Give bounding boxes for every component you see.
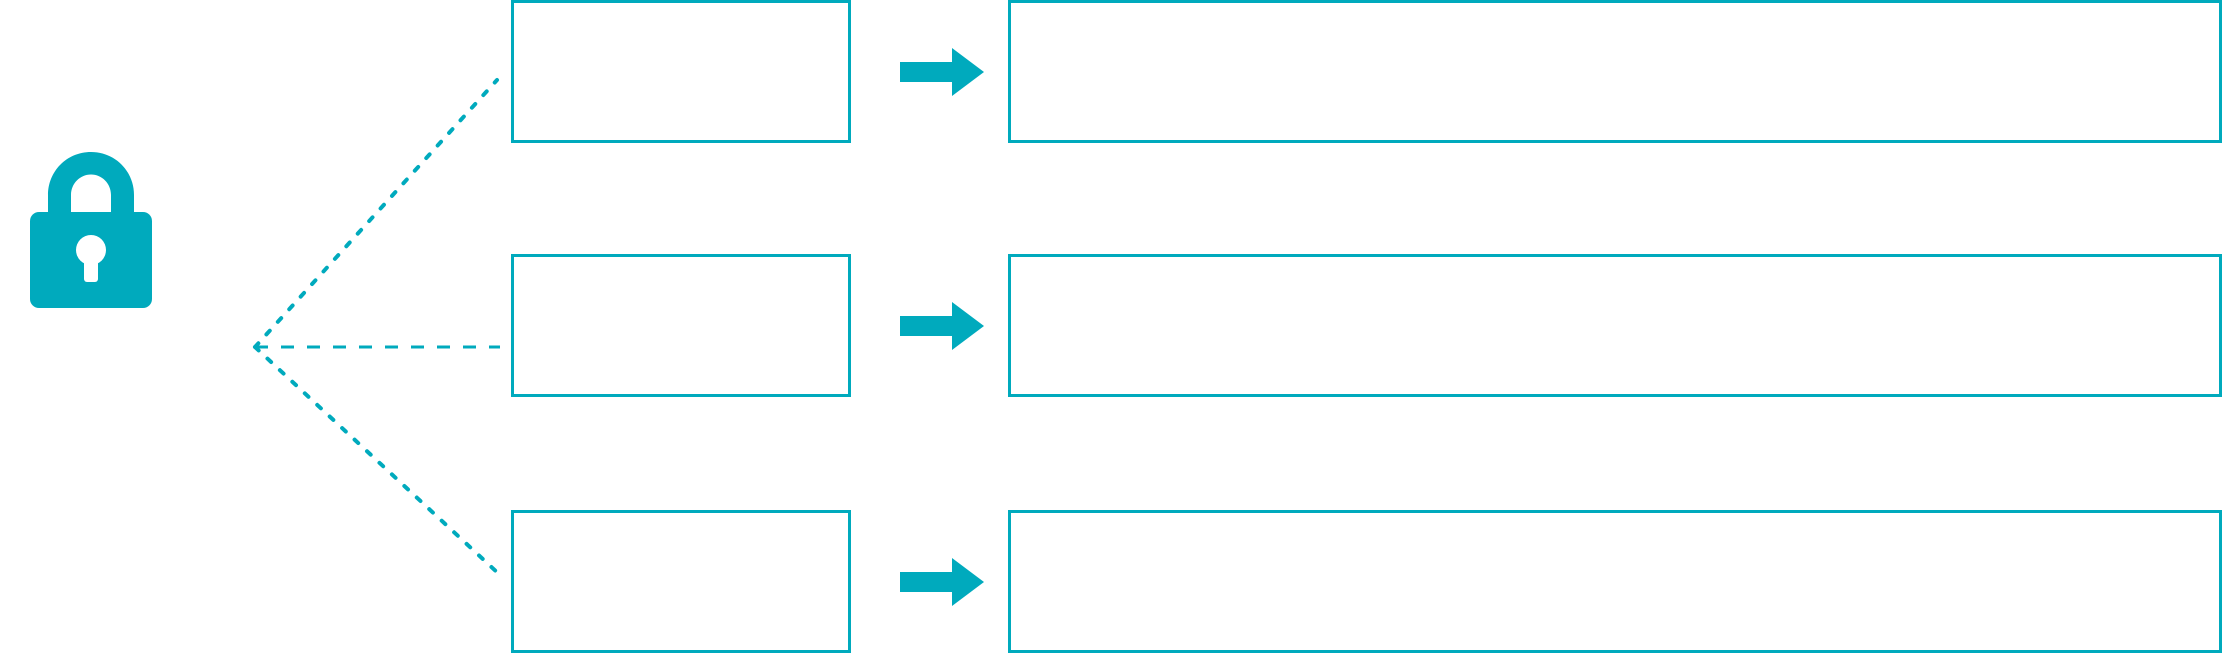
- row-3-large-box[interactable]: [1008, 510, 2222, 653]
- right-arrow-icon: [900, 556, 984, 608]
- row-2: [0, 254, 2229, 399]
- right-arrow-icon: [900, 46, 984, 98]
- row-3: [0, 510, 2229, 655]
- padlock-icon: [28, 150, 154, 310]
- row-1-large-box[interactable]: [1008, 0, 2222, 143]
- row-1-small-box[interactable]: [511, 0, 851, 143]
- row-2-large-box[interactable]: [1008, 254, 2222, 397]
- row-3-small-box[interactable]: [511, 510, 851, 653]
- row-2-small-box[interactable]: [511, 254, 851, 397]
- row-1: [0, 0, 2229, 145]
- right-arrow-icon: [900, 300, 984, 352]
